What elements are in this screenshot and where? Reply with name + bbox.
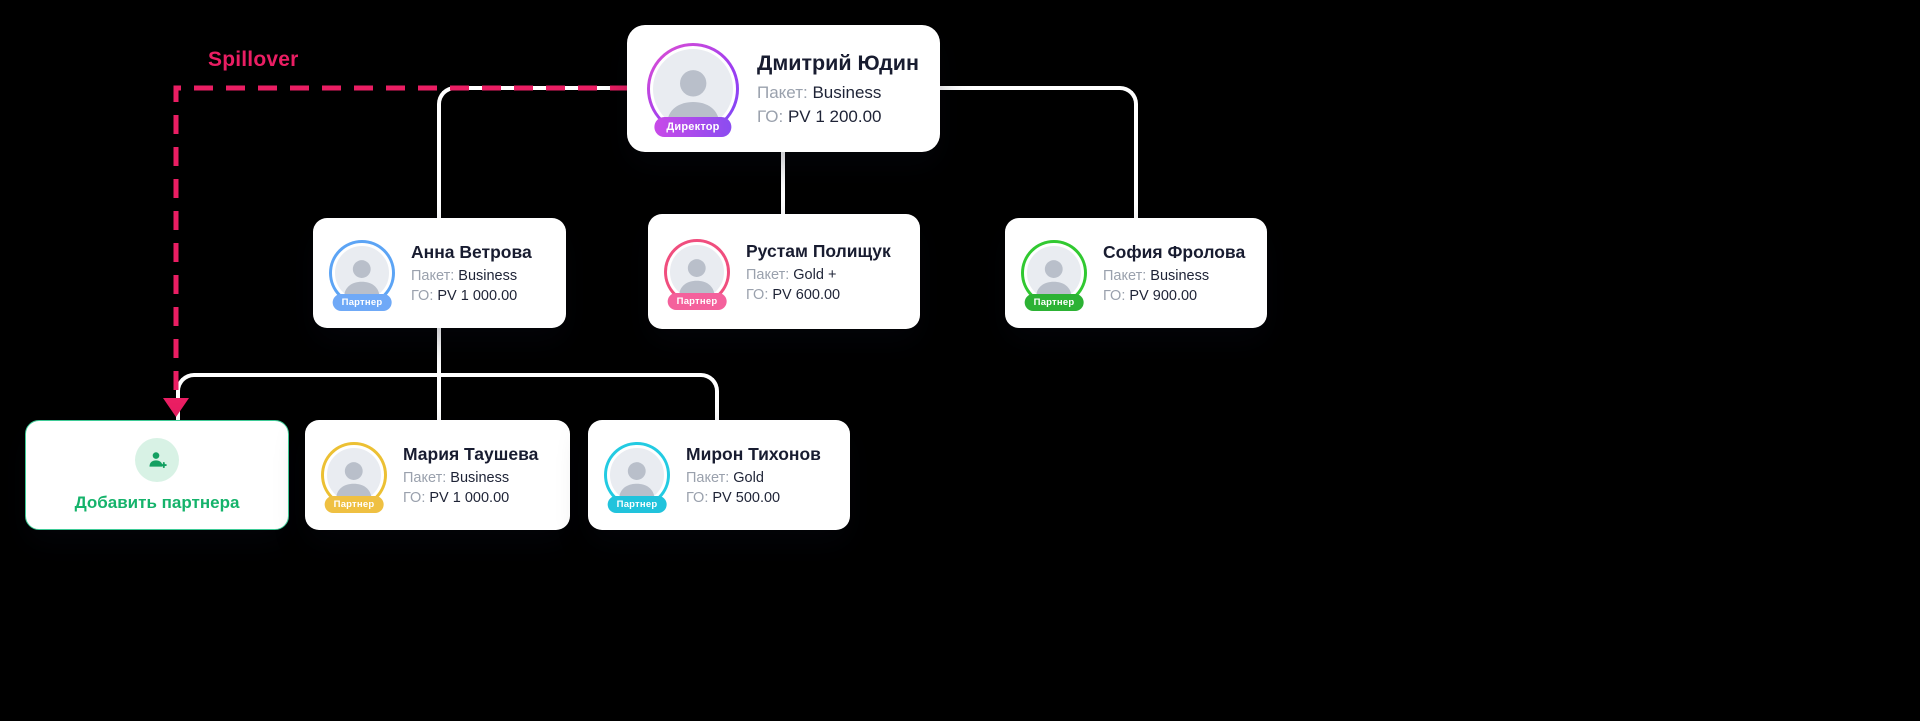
package-label: Пакет: <box>746 266 790 283</box>
go-row: ГО: PV 500.00 <box>686 490 821 506</box>
package-label: Пакет: <box>1103 268 1147 284</box>
partner-info: Мария Таушева Пакет: Business ГО: PV 1 0… <box>403 444 538 506</box>
partner-card-root[interactable]: Директор Дмитрий Юдин Пакет: Business ГО… <box>627 25 940 152</box>
connector-rail-to-miron <box>439 373 719 420</box>
add-partner-card[interactable]: Добавить партнера <box>25 420 289 530</box>
avatar: Партнер <box>1021 240 1087 311</box>
go-label: ГО: <box>1103 288 1126 304</box>
partner-info: София Фролова Пакет: Business ГО: PV 900… <box>1103 242 1245 304</box>
package-row: Пакет: Gold <box>686 470 821 486</box>
package-label: Пакет: <box>686 470 730 486</box>
spillover-label: Spillover <box>208 48 299 71</box>
avatar: Партнер <box>321 442 387 513</box>
avatar-photo <box>667 241 727 302</box>
package-row: Пакет: Business <box>411 268 532 284</box>
avatar: Директор <box>647 42 739 137</box>
package-value: Business <box>812 82 882 102</box>
partner-card-miron[interactable]: Партнер Мирон Тихонов Пакет: Gold ГО: PV… <box>588 420 850 530</box>
go-label: ГО: <box>746 286 769 303</box>
connector-root-to-sofia <box>939 86 1138 218</box>
status-badge: Директор <box>654 116 732 137</box>
go-value: PV 1 000.00 <box>437 288 518 304</box>
go-value: PV 900.00 <box>1129 288 1198 304</box>
go-value: PV 1 200.00 <box>787 106 882 126</box>
package-label: Пакет: <box>757 82 808 102</box>
go-row: ГО: PV 1 200.00 <box>757 107 919 127</box>
avatar: Партнер <box>664 238 730 310</box>
status-badge: Партнер <box>324 496 384 513</box>
status-badge: Партнер <box>1024 294 1084 311</box>
status-badge: Партнер <box>607 496 667 513</box>
go-label: ГО: <box>403 490 426 506</box>
package-value: Business <box>1150 268 1210 284</box>
person-plus-icon <box>135 437 179 482</box>
partner-name: Рустам Полищук <box>746 240 891 261</box>
connector-root-to-anna <box>437 86 629 218</box>
partner-name: Анна Ветрова <box>411 242 532 262</box>
partner-card-rustam[interactable]: Партнер Рустам Полищук Пакет: Gold + ГО:… <box>648 214 920 329</box>
partner-card-maria[interactable]: Партнер Мария Таушева Пакет: Business ГО… <box>305 420 570 530</box>
connector-rail-to-add-partner <box>176 373 439 420</box>
go-label: ГО: <box>686 490 709 506</box>
go-row: ГО: PV 1 000.00 <box>403 490 538 506</box>
go-value: PV 500.00 <box>712 490 781 506</box>
avatar: Партнер <box>604 442 670 513</box>
status-badge: Партнер <box>667 292 727 310</box>
avatar-photo <box>1024 243 1084 303</box>
partner-info: Рустам Полищук Пакет: Gold + ГО: PV 600.… <box>746 241 891 303</box>
package-row: Пакет: Business <box>757 83 919 103</box>
go-value: PV 1 000.00 <box>429 490 510 506</box>
partner-info: Анна Ветрова Пакет: Business ГО: PV 1 00… <box>411 242 532 304</box>
go-row: ГО: PV 900.00 <box>1103 288 1245 304</box>
partner-name: Мария Таушева <box>403 444 539 464</box>
avatar: Партнер <box>329 240 395 311</box>
partner-name: София Фролова <box>1103 242 1246 262</box>
add-partner-label: Добавить партнера <box>74 492 240 512</box>
partner-card-anna[interactable]: Партнер Анна Ветрова Пакет: Business ГО:… <box>313 218 566 328</box>
partner-name: Дмитрий Юдин <box>757 50 919 75</box>
partner-info: Мирон Тихонов Пакет: Gold ГО: PV 500.00 <box>686 444 821 506</box>
package-row: Пакет: Business <box>1103 268 1245 284</box>
package-value: Gold + <box>793 266 837 283</box>
status-badge: Партнер <box>332 294 392 311</box>
go-value: PV 600.00 <box>772 286 841 303</box>
go-label: ГО: <box>757 106 784 126</box>
partner-card-sofia[interactable]: Партнер София Фролова Пакет: Business ГО… <box>1005 218 1267 328</box>
avatar-photo <box>607 445 667 505</box>
package-value: Gold <box>733 470 764 486</box>
go-row: ГО: PV 1 000.00 <box>411 288 532 304</box>
go-label: ГО: <box>411 288 434 304</box>
package-value: Business <box>458 268 518 284</box>
package-value: Business <box>450 470 510 486</box>
go-row: ГО: PV 600.00 <box>746 287 891 303</box>
package-row: Пакет: Business <box>403 470 538 486</box>
connector-root-to-rustam <box>781 152 785 216</box>
package-row: Пакет: Gold + <box>746 267 891 283</box>
package-label: Пакет: <box>403 470 447 486</box>
partner-name: Мирон Тихонов <box>686 444 821 464</box>
package-label: Пакет: <box>411 268 455 284</box>
partner-info: Дмитрий Юдин Пакет: Business ГО: PV 1 20… <box>757 51 919 127</box>
